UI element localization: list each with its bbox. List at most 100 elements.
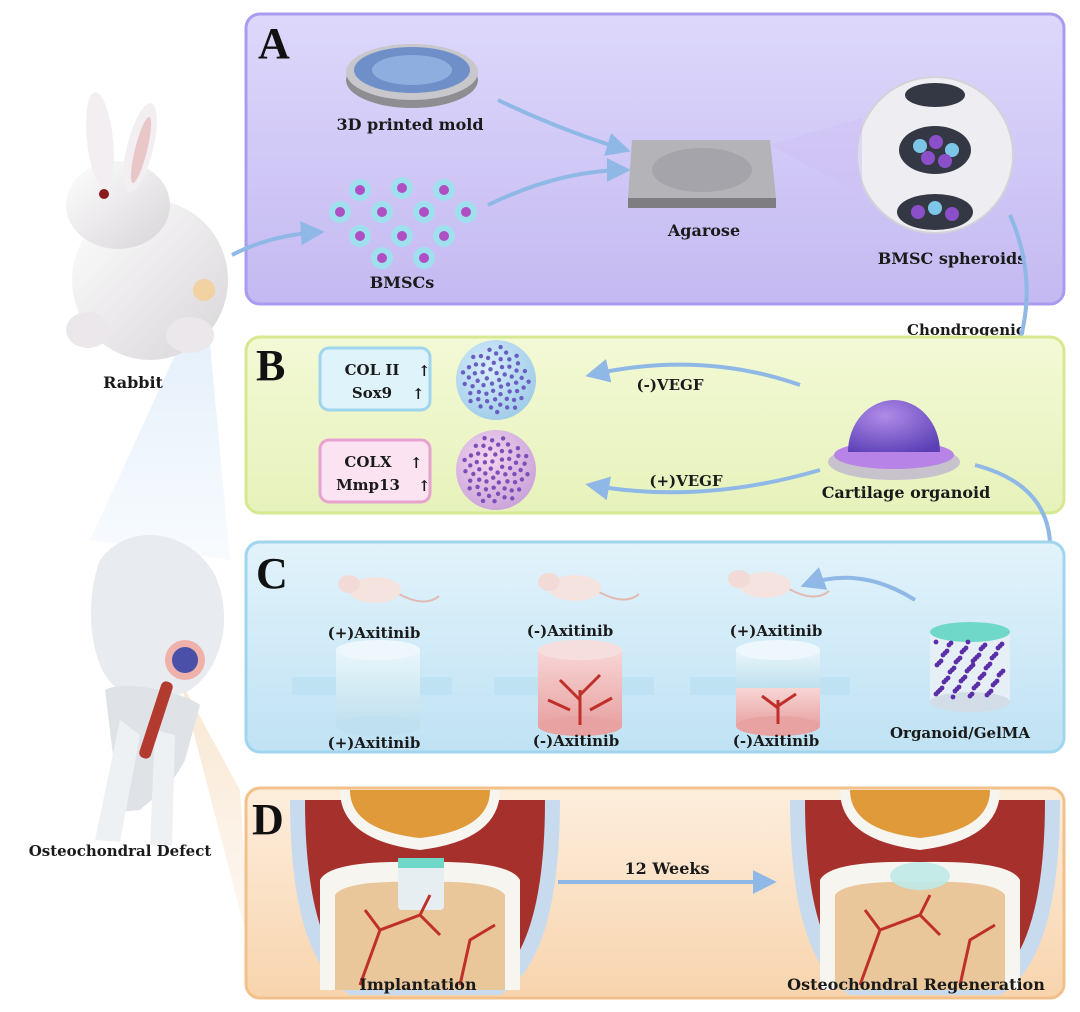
spheroid-dot — [490, 459, 495, 464]
vegf-plus-label: (+)VEGF — [649, 472, 723, 490]
spheroid-dot — [492, 397, 498, 402]
arrow-up-icon: ↑ — [412, 385, 425, 403]
spheroid-dot — [472, 371, 478, 376]
marker-box-top — [318, 346, 432, 412]
spheroid-dot — [519, 375, 524, 381]
spheroid-dot — [504, 396, 510, 402]
spheroid-dot — [485, 355, 491, 361]
mold-label: 3D printed mold — [336, 115, 483, 134]
agarose-plate-icon — [628, 140, 776, 208]
spheroid-dot — [476, 389, 482, 395]
spheroid-dot — [471, 471, 476, 477]
gelma-dot — [984, 692, 990, 698]
spheroid-dot — [507, 364, 512, 369]
gelma-dot — [970, 658, 976, 664]
spheroid-dot — [504, 405, 510, 410]
spheroid-dot — [476, 396, 481, 402]
spheroid-dot — [475, 378, 480, 383]
hydrogel-cylinder-2 — [538, 640, 622, 736]
spheroid-dot — [484, 479, 489, 484]
spheroid-dot — [460, 370, 466, 375]
mouse-icon — [538, 573, 640, 601]
spheroid-dot — [499, 464, 505, 469]
bmsc-nucleus — [377, 253, 387, 263]
spheroid-dot — [487, 347, 492, 353]
spheroid-dot — [499, 364, 505, 370]
gelma-dot — [933, 639, 939, 645]
implant-label: Implantation — [359, 975, 477, 994]
spheroid-dot — [466, 364, 472, 370]
spheroid-dot — [482, 460, 488, 465]
spheroid-dot — [473, 443, 479, 449]
spheroid-dot — [515, 446, 521, 451]
marker-colx: COLX — [344, 453, 392, 471]
spheroid-dot — [515, 361, 521, 366]
spheroid-dot — [498, 344, 503, 350]
arrow-minus-vegf — [585, 359, 801, 387]
spheroid-dot — [507, 465, 513, 471]
spheroid-dot — [514, 388, 520, 394]
gelma-dot — [967, 693, 973, 699]
spheroid-dot — [481, 443, 486, 449]
spheroid-dot — [518, 467, 523, 473]
arrow-up-icon: ↑ — [410, 454, 423, 472]
gelma-dot — [953, 659, 959, 665]
spheroid-dot — [503, 472, 508, 477]
bmsc-nucleus — [397, 183, 407, 193]
panel-a-letter: A — [258, 19, 290, 68]
vegf-minus-label: (-)VEGF — [637, 376, 704, 394]
spheroid-dot — [480, 370, 485, 375]
spheroid-dot — [496, 442, 501, 447]
agarose-label: Agarose — [667, 221, 740, 240]
spheroid-dot — [499, 448, 505, 454]
spheroid-dot — [500, 436, 506, 441]
spheroid-dot — [491, 475, 496, 480]
gelma-dot — [964, 668, 970, 674]
arrow-up-icon: ↑ — [418, 477, 431, 495]
spheroid-dot — [477, 477, 482, 482]
spheroid-dot — [508, 449, 513, 454]
spheroid-dot — [491, 485, 496, 490]
arrow-bmsc-to-agarose — [487, 158, 631, 207]
regen-label: Osteochondral Regeneration — [787, 975, 1045, 994]
spheroid-dot — [477, 467, 482, 472]
mouse-icon — [338, 575, 440, 603]
spheroid-dot — [512, 405, 518, 410]
spheroid-dot — [492, 498, 497, 504]
spheroid-dot — [502, 495, 507, 500]
bmsc-nucleus — [377, 207, 387, 217]
rabbit-label: Rabbit — [103, 373, 163, 392]
spheroid-label: BMSC spheroids — [878, 249, 1026, 268]
spheroid-dot — [476, 492, 482, 497]
spheroid-dot — [522, 368, 528, 374]
spheroid-dot — [502, 486, 507, 491]
marker-col2: COL II — [345, 361, 400, 379]
spheroid-dot — [473, 362, 479, 367]
gelma-dot — [989, 655, 995, 661]
arrow-plus-vegf — [585, 468, 821, 501]
spheroid-dot — [488, 446, 493, 451]
spheroid-dot — [467, 486, 472, 491]
spheroid-dot — [505, 442, 511, 447]
organoid-label: Cartilage organoid — [822, 483, 991, 502]
gelma-dot — [996, 672, 1002, 678]
spheroid-dot — [522, 461, 527, 466]
spheroid-dots — [460, 344, 531, 504]
arrow-rabbit-to-bmsc — [231, 221, 325, 257]
spheroid-magnifier — [770, 76, 1014, 234]
spheroid-dot — [507, 389, 512, 394]
spheroid-dot — [482, 435, 487, 441]
spheroid-dot — [498, 402, 503, 407]
spheroid-dot — [511, 397, 517, 403]
spheroid-dot — [488, 466, 494, 471]
bmsc-nucleus — [397, 231, 407, 241]
spheroid-dot — [514, 368, 519, 373]
gelma-dot — [958, 678, 964, 684]
induction-label-line1: Chondrogenic — [907, 321, 1025, 339]
spheroid-dot — [519, 477, 525, 482]
marker-mmp13: Mmp13 — [336, 476, 400, 494]
spheroid-dot — [521, 385, 526, 390]
spheroid-dot — [509, 374, 514, 379]
spheroid-dot — [478, 404, 483, 409]
